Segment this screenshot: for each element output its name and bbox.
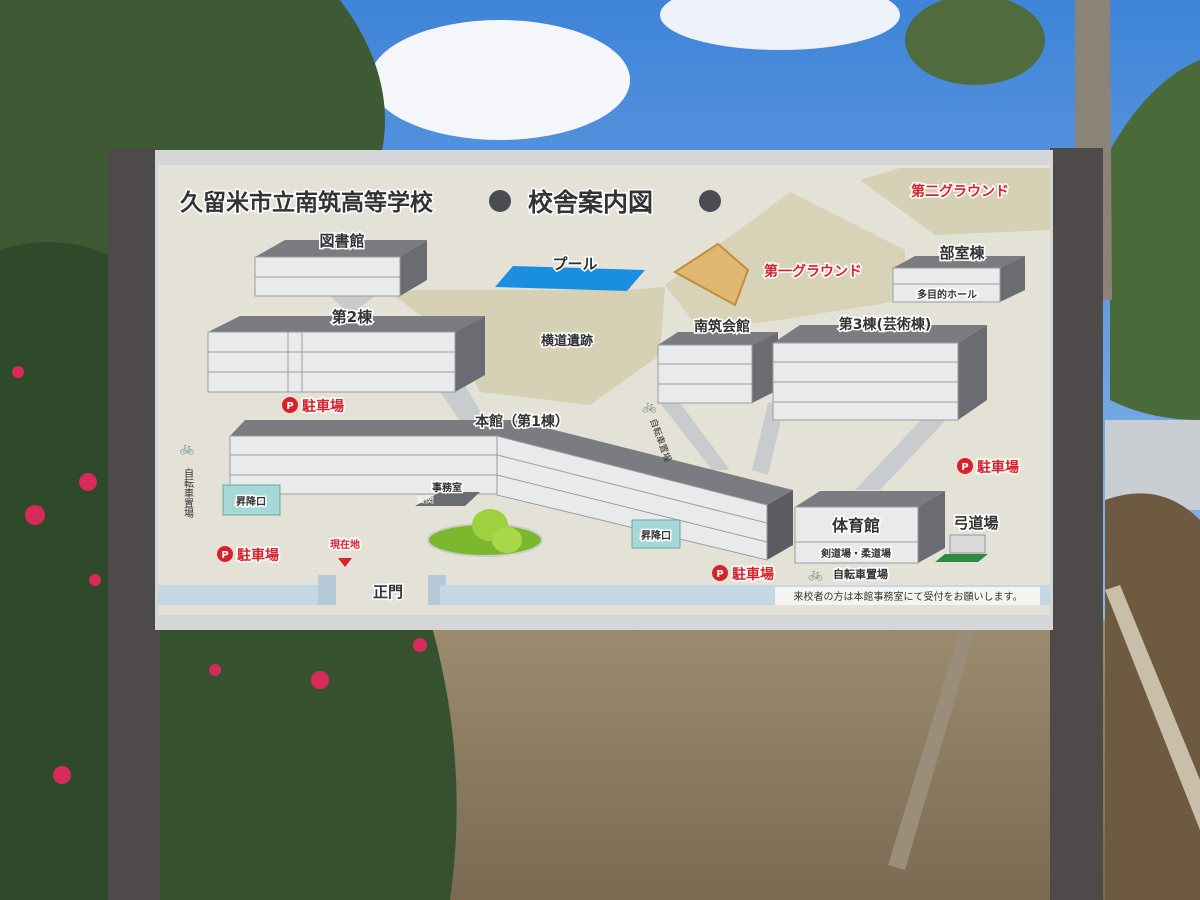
entrance-label: 玄関	[416, 494, 434, 506]
svg-text:駐車場: 駐車場	[302, 398, 344, 415]
support-stake	[1105, 585, 1200, 830]
main-gate-label: 正門	[373, 583, 403, 601]
bicycle-parking: 🚲 自転車置場	[180, 441, 195, 519]
walkway	[752, 403, 785, 475]
green-tree-icon	[427, 509, 543, 557]
pool-label: プール	[552, 255, 597, 273]
building2-label: 第2棟	[332, 308, 373, 326]
walkway	[855, 405, 960, 490]
multipurpose-label: 多目的ホール	[917, 288, 977, 301]
parking-marker: P 駐車場	[712, 565, 776, 585]
bicycle-icon: 🚲	[642, 399, 657, 413]
school-name: 久留米市立南筑高等学校	[180, 189, 434, 216]
bicycle-icon: 🚲	[180, 441, 195, 455]
parking-marker: P 駐車場	[217, 546, 281, 566]
camellia-flowers	[12, 366, 427, 784]
title-dot	[699, 190, 721, 212]
cloud	[660, 0, 900, 50]
svg-text:自転車置場: 自転車置場	[182, 467, 194, 519]
hedge	[160, 620, 457, 900]
svg-text:自転車置場: 自転車置場	[833, 567, 888, 581]
building-2	[207, 316, 485, 393]
ground1-label: 第一グラウンド	[764, 263, 862, 280]
sign-post-right	[1050, 148, 1103, 900]
shoe-entrance-label: 昇降口	[641, 529, 671, 542]
hall-label: 南筑会館	[694, 318, 750, 335]
sign-post-left	[108, 148, 160, 900]
map-title: 校舎案内図	[528, 188, 653, 217]
svg-text:駐車場: 駐車場	[977, 459, 1019, 476]
ruins-label: 横道遺跡	[541, 333, 593, 349]
gate-pillar	[318, 575, 336, 605]
office-label: 事務室	[432, 481, 462, 494]
svg-text:P: P	[286, 401, 293, 412]
club-building	[892, 256, 1025, 303]
bicycle-parking: 🚲 自転車置場	[808, 566, 890, 583]
tree-foliage	[1110, 60, 1200, 420]
baseball-diamond	[673, 242, 750, 307]
title-dot	[489, 190, 511, 212]
gymnasium	[794, 491, 945, 564]
walkway	[660, 403, 730, 470]
parking-marker: P 駐車場	[282, 397, 346, 417]
nanchiku-hall	[657, 332, 778, 404]
building3-label: 第3棟(芸術棟)	[839, 316, 932, 333]
notice-box	[775, 587, 1040, 605]
library-label: 図書館	[319, 232, 364, 250]
current-location-label: 現在地	[330, 538, 360, 551]
svg-text:P: P	[221, 550, 228, 561]
parking-marker: P 駐車場	[957, 458, 1021, 478]
shoe-entrance-box	[631, 519, 681, 549]
wall	[158, 585, 333, 605]
dojo-label: 剣道場・柔道場	[820, 547, 891, 560]
second-ground-area	[860, 168, 1050, 235]
gym-label: 体育館	[832, 516, 880, 535]
club-label: 部室棟	[939, 244, 985, 262]
building-3	[772, 325, 987, 421]
library-building	[254, 240, 427, 297]
shoe-entrance-label: 昇降口	[236, 495, 266, 508]
svg-text:P: P	[961, 462, 968, 473]
svg-text:駐車場: 駐車場	[237, 547, 279, 564]
cloud	[370, 20, 630, 140]
svg-text:駐車場: 駐車場	[732, 566, 774, 583]
notice-text: 来校者の方は本館事務室にて受付をお願いします。	[794, 590, 1023, 603]
ground2-label: 第二グラウンド	[911, 183, 1009, 200]
main-building	[229, 420, 793, 561]
shoe-entrance-box	[222, 484, 281, 516]
pool-shape	[495, 266, 645, 291]
archery-range	[935, 534, 988, 562]
current-location-arrow-icon	[338, 558, 352, 567]
archery-label: 弓道場	[953, 514, 998, 532]
bicycle-icon: 🚲	[808, 567, 823, 581]
tree-foliage	[905, 0, 1045, 85]
svg-text:P: P	[716, 569, 723, 580]
support-stake	[888, 630, 975, 870]
main-building-label: 本館（第1棟）	[475, 413, 569, 430]
